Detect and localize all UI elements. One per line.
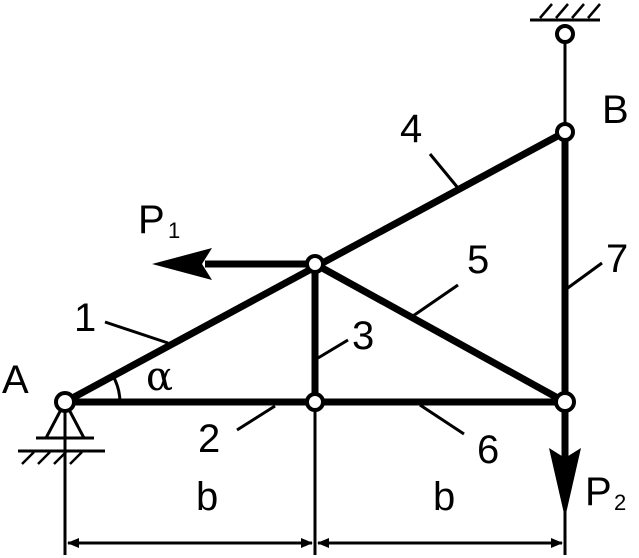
- force-p1-letter: P: [138, 198, 165, 242]
- leader-member-4: [428, 153, 460, 189]
- angle-alpha-arc: [111, 375, 122, 403]
- leader-member-1: [104, 320, 169, 345]
- force-p2-arrow: [549, 402, 581, 518]
- force-p1-subscript: 1: [168, 218, 180, 243]
- pin-support-a: [18, 398, 105, 465]
- top-fixed-support: [530, 3, 601, 22]
- force-p2-subscript: 2: [614, 490, 626, 515]
- member-label-4: 4: [400, 107, 422, 151]
- joint-b: [555, 122, 575, 142]
- member-label-5: 5: [467, 238, 489, 282]
- member-label-3: 3: [352, 314, 374, 358]
- member-5: [313, 260, 567, 406]
- leader-member-5: [409, 283, 459, 320]
- dimension-label-left: b: [196, 475, 218, 519]
- joint-a: [54, 391, 76, 413]
- point-b-label: B: [602, 88, 629, 132]
- dimension-label-right: b: [433, 475, 455, 519]
- joint-top-middle: [305, 254, 325, 274]
- member-label-7: 7: [606, 237, 628, 281]
- angle-label: α: [146, 354, 173, 400]
- point-a-label: A: [2, 358, 29, 402]
- member-label-2: 2: [198, 417, 220, 461]
- joint-bottom-right: [554, 391, 576, 413]
- leader-member-2: [236, 404, 276, 432]
- joint-bottom-middle: [305, 392, 325, 412]
- force-p2-letter: P: [585, 470, 612, 514]
- leader-member-7: [564, 261, 603, 292]
- leader-member-6: [419, 403, 465, 436]
- leader-member-3: [317, 338, 349, 360]
- force-p1-arrow: [152, 248, 315, 280]
- member-label-6: 6: [477, 428, 499, 472]
- member-label-1: 1: [74, 296, 96, 340]
- joint-top-support: [555, 24, 575, 44]
